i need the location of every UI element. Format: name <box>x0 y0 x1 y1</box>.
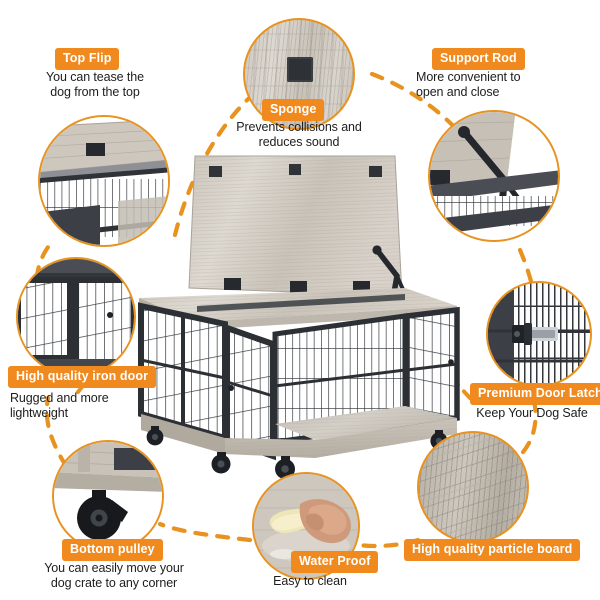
crate-flip-lid <box>188 155 403 297</box>
crate-inner-floor <box>275 406 457 440</box>
badge-support-rod: Support Rod <box>432 48 525 70</box>
caption-sponge: Prevents collisions and reduces sound <box>236 120 362 149</box>
badge-iron-door: High quality iron door <box>8 366 157 388</box>
callout-image-door-latch <box>486 281 592 387</box>
badge-particle-board: High quality particle board <box>404 539 581 561</box>
connector-waterproof-pulley <box>157 521 253 543</box>
badge-bottom-pulley: Bottom pulley <box>62 539 163 561</box>
caster-rear-left <box>146 426 164 446</box>
caption-door-latch: Keep Your Dog Safe <box>476 406 588 420</box>
callout-image-top-flip <box>38 115 170 247</box>
sponge-pad-center <box>289 164 301 175</box>
callout-image-iron-door <box>16 257 136 377</box>
caster-front-left <box>211 452 231 474</box>
lid-hinge-1 <box>224 278 241 290</box>
crate-base <box>141 414 457 458</box>
badge-water-proof: Water Proof <box>291 551 379 573</box>
callout-image-support-rod <box>428 110 560 242</box>
crate-front-left-door[interactable] <box>224 323 276 461</box>
product-photo-dog-crate <box>138 155 460 478</box>
caster-detail <box>77 490 128 540</box>
badge-sponge: Sponge <box>262 99 325 121</box>
caption-support-rod: More convenient to open and close <box>416 70 521 99</box>
badge-top-flip: Top Flip <box>55 48 120 70</box>
caption-water-proof: Easy to clean <box>273 574 347 588</box>
callout-image-bottom-pulley <box>52 440 164 552</box>
right-door-handle <box>448 359 454 365</box>
lid-hinge-2 <box>290 281 307 293</box>
callout-image-particle-board <box>417 431 529 543</box>
sponge-pad-left <box>209 166 222 177</box>
badge-door-latch: Premium Door Latch <box>470 383 600 405</box>
caption-bottom-pulley: You can easily move your dog crate to an… <box>44 561 184 590</box>
left-door-handle <box>228 385 234 391</box>
caption-top-flip: You can tease the dog from the top <box>46 70 144 99</box>
crate-top-deck <box>139 288 457 330</box>
sponge-pad-right <box>369 166 382 177</box>
caption-iron-door: Rugged and more lightweight <box>10 391 109 420</box>
